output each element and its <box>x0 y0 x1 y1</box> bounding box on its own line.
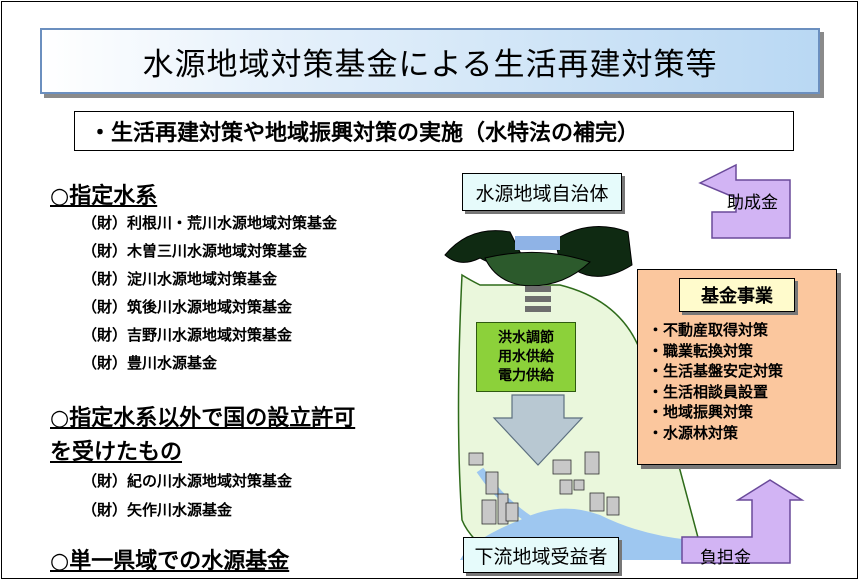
buildings-right <box>552 451 620 516</box>
buildings-left <box>468 452 519 525</box>
fund-item: ・生活相談員設置 <box>648 382 769 401</box>
section-heading-prefectural: ○単一県域での水源基金 <box>50 549 290 574</box>
section-heading-designated: ○指定水系 <box>50 184 158 209</box>
mountain-center <box>484 251 591 287</box>
fund-item: ・生活基盤安定対策 <box>648 362 784 380</box>
section-heading-national-cont: を受けたもの <box>50 440 183 465</box>
list-item: （財）淀川水源地域対策基金 <box>82 270 278 288</box>
list-item: （財）木曽三川水源地域対策基金 <box>82 242 308 260</box>
list-item: （財）利根川・荒川水源地域対策基金 <box>82 214 338 232</box>
fund-item: ・職業転換対策 <box>648 341 754 360</box>
list-item: （財）吉野川水源地域対策基金 <box>82 326 293 344</box>
flow-down-arrow <box>492 394 584 466</box>
fund-item: ・不動産取得対策 <box>648 321 769 339</box>
fund-projects-title: 基金事業 <box>679 278 795 312</box>
grant-arrow <box>698 163 791 239</box>
list-item: （財）筑後川水源地域対策基金 <box>82 298 293 316</box>
dam-functions-box: 洪水調節 用水供給 電力供給 <box>476 322 576 392</box>
dam-gate <box>525 286 551 292</box>
list-item: （財）矢作川水源基金 <box>82 501 233 519</box>
burden-arrow <box>681 479 805 564</box>
dam-function: 用水供給 <box>498 348 554 365</box>
dam-function: 電力供給 <box>498 367 554 384</box>
section-heading-national: ○指定水系以外で国の設立許可 <box>50 406 356 431</box>
fund-projects-box: 基金事業 ・不動産取得対策 ・職業転換対策 ・生活基盤安定対策 ・生活相談員設置… <box>637 269 837 465</box>
fund-projects-list: ・不動産取得対策 ・職業転換対策 ・生活基盤安定対策 ・生活相談員設置 ・地域振… <box>648 320 783 443</box>
fund-item: ・地域振興対策 <box>648 403 754 421</box>
subtitle-box: ・生活再建対策や地域振興対策の実施（水特法の補完） <box>74 111 794 151</box>
list-item: （財）紀の川水源地域対策基金 <box>82 472 293 490</box>
dam-lake <box>515 236 560 250</box>
slide-title: 水源地域対策基金による生活再建対策等 <box>40 28 820 94</box>
burden-label: 負担金 <box>700 548 751 568</box>
dam-function: 洪水調節 <box>498 329 554 346</box>
grant-label: 助成金 <box>727 193 778 213</box>
upstream-municipality-box: 水源地域自治体 <box>462 173 622 211</box>
dam-gate <box>525 306 551 312</box>
list-item: （財）豊川水源基金 <box>82 354 218 372</box>
downstream-beneficiary-box: 下流地域受益者 <box>463 537 619 573</box>
dam-gate <box>525 296 551 302</box>
fund-item: ・水源林対策 <box>648 423 739 442</box>
